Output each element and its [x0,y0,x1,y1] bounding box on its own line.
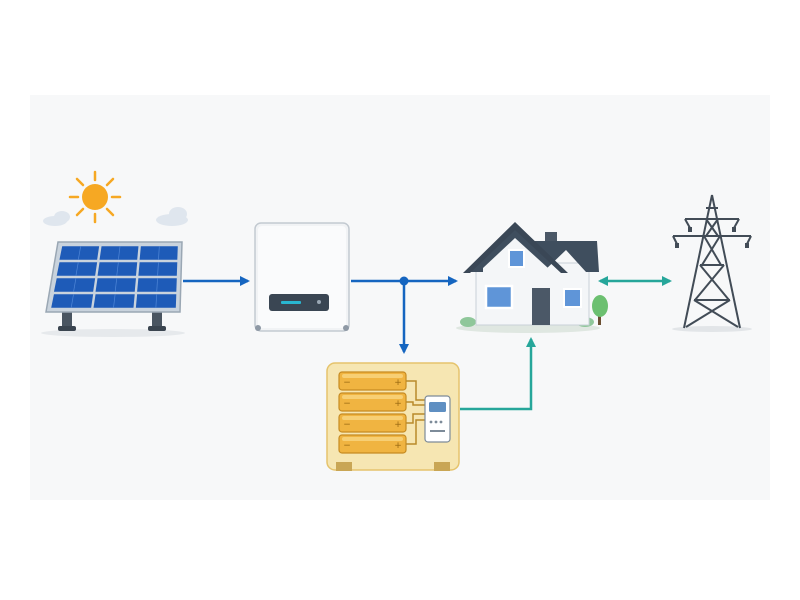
solar-cell-grid [116,262,119,276]
solar-cell-grid [70,294,74,308]
solar-cell-grid [75,262,79,276]
solar-cell-grid [158,246,160,260]
flow-battery-to-house [460,337,536,411]
plus-icon: + [394,441,402,451]
battery-cell-highlight [342,437,403,441]
transmission-tower-icon [672,194,752,332]
solar-cell-grid [73,278,77,292]
battery-cell-highlight [342,374,403,378]
plus-icon: + [394,378,402,388]
solar-cell-grid [113,294,116,308]
minus-icon: − [343,399,351,409]
house-icon [456,222,608,333]
solar-cell-grid [156,278,158,292]
solar-cell-grid [114,278,118,292]
solar-cells [51,246,178,308]
cloud-icon [43,211,70,226]
plus-icon: + [394,399,402,409]
solar-cell-grid [155,294,158,308]
energy-flows [183,276,672,411]
cloud-icon [156,207,188,226]
minus-icon: − [343,420,351,430]
solar-panel-icon [41,241,185,337]
plus-icon: + [394,420,402,430]
inverter-icon [254,222,350,332]
battery-storage-icon: − + − + − + − + [326,362,460,471]
minus-icon: − [343,441,351,451]
solar-cell-grid [157,262,159,276]
battery-controller [424,395,451,443]
solar-cell-grid [118,246,121,260]
solar-cell-grid [77,246,82,260]
battery-cell-highlight [342,416,403,420]
minus-icon: − [343,378,351,388]
battery-cells: − + − + − + − + [338,371,407,454]
tree-icon [592,295,608,325]
sun-icon [68,170,122,224]
battery-cell-highlight [342,395,403,399]
